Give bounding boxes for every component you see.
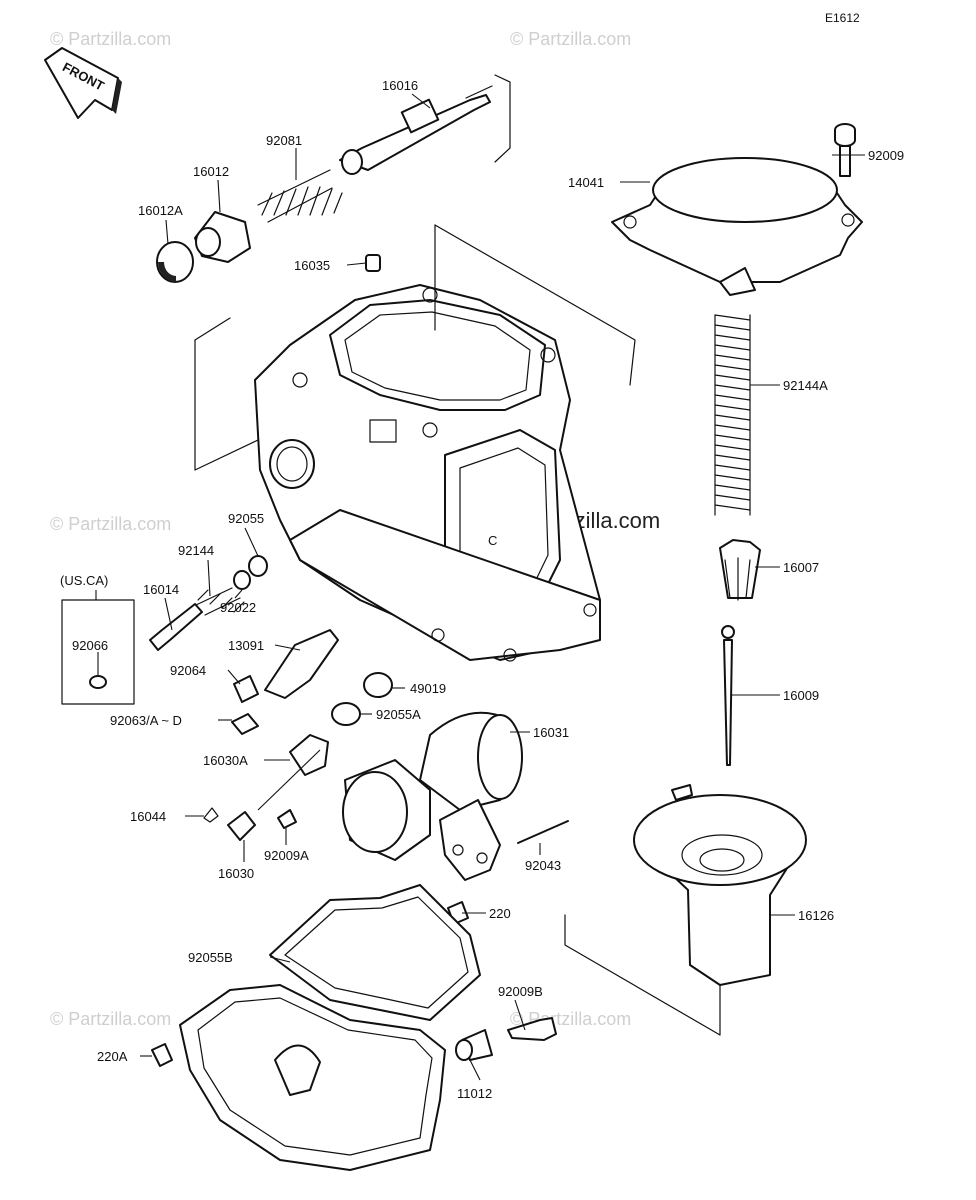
label-16030: 16030 [218, 866, 254, 881]
main-jet-92063 [231, 713, 259, 735]
throttle-slide-16126 [633, 784, 807, 986]
part-labels: 16016 92081 16012 16012A 16035 92009 140… [72, 78, 904, 1101]
label-92009A: 92009A [264, 848, 309, 863]
plug-49019 [363, 672, 393, 698]
valve-seat-16030A [289, 734, 329, 776]
top-cover-14041 [611, 157, 863, 296]
spring-92081 [257, 169, 343, 223]
washer-92022 [233, 570, 251, 590]
label-16044: 16044 [130, 809, 166, 824]
watermark-mid-left: © Partzilla.com [50, 514, 171, 534]
label-16016: 16016 [382, 78, 418, 93]
diagram-code: E1612 [825, 11, 860, 25]
label-92009: 92009 [868, 148, 904, 163]
pin-92043 [517, 820, 569, 844]
label-92064: 92064 [170, 663, 206, 678]
label-16031: 16031 [533, 725, 569, 740]
label-16126: 16126 [798, 908, 834, 923]
watermark-bottom-left: © Partzilla.com [50, 1009, 171, 1029]
label-49019: 49019 [410, 681, 446, 696]
choke-plunger-16016 [339, 85, 493, 175]
label-16035: 16035 [294, 258, 330, 273]
label-16012: 16012 [193, 164, 229, 179]
label-16012A: 16012A [138, 203, 183, 218]
watermarks: © Partzilla.com © Partzilla.com © Partzi… [50, 29, 660, 1029]
us-ca-note: (US.CA) [60, 573, 108, 588]
float-valve-16030 [227, 811, 256, 841]
adapter-16031 [342, 711, 523, 881]
screw-92009B [507, 1017, 557, 1041]
label-16030A: 16030A [203, 753, 248, 768]
watermark-top-right: © Partzilla.com [510, 29, 631, 49]
label-16009: 16009 [783, 688, 819, 703]
screw-92009A [277, 809, 297, 829]
label-92144: 92144 [178, 543, 214, 558]
oring-92055A [331, 702, 361, 726]
float-bowl [179, 984, 446, 1171]
label-16014: 16014 [143, 582, 179, 597]
watermark-top-left: © Partzilla.com [50, 29, 171, 49]
pilot-jet-92064 [233, 675, 259, 703]
label-92043: 92043 [525, 858, 561, 873]
screw-92009 [834, 123, 856, 177]
leader-lines [97, 93, 865, 1081]
label-92009B: 92009B [498, 984, 543, 999]
spring-92144 [195, 587, 245, 616]
label-92066: 92066 [72, 638, 108, 653]
gasket-92055B [269, 884, 481, 1021]
needle-holder-16007 [719, 539, 761, 601]
label-220A: 220A [97, 1049, 128, 1064]
nut-16012 [194, 211, 251, 263]
label-16007: 16007 [783, 560, 819, 575]
clip-16044 [203, 807, 219, 823]
plug-16035 [365, 254, 381, 272]
jet-needle-16009 [721, 625, 735, 766]
pilot-screw-16014 [149, 603, 203, 651]
front-arrow-icon: FRONT [44, 47, 122, 119]
oring-92055 [248, 555, 268, 577]
label-92055A: 92055A [376, 707, 421, 722]
body-marking: C [488, 533, 497, 548]
label-92144A: 92144A [783, 378, 828, 393]
label-220: 220 [489, 906, 511, 921]
label-92063: 92063/A ~ D [110, 713, 182, 728]
cap-16012A [156, 241, 194, 283]
us-ca-inset: (US.CA) [60, 573, 135, 705]
label-11012: 11012 [457, 1086, 492, 1101]
carburetor-body: C [254, 284, 601, 662]
needle-jet-13091 [264, 629, 339, 699]
assembly-reference-lines [194, 74, 721, 1036]
label-92055: 92055 [228, 511, 264, 526]
label-92081: 92081 [266, 133, 302, 148]
label-14041: 14041 [568, 175, 604, 190]
label-92022: 92022 [220, 600, 256, 615]
screw-220A [151, 1043, 173, 1067]
label-92055B: 92055B [188, 950, 233, 965]
drain-11012 [455, 1029, 493, 1061]
spring-92144A [714, 314, 751, 516]
label-13091: 13091 [228, 638, 264, 653]
